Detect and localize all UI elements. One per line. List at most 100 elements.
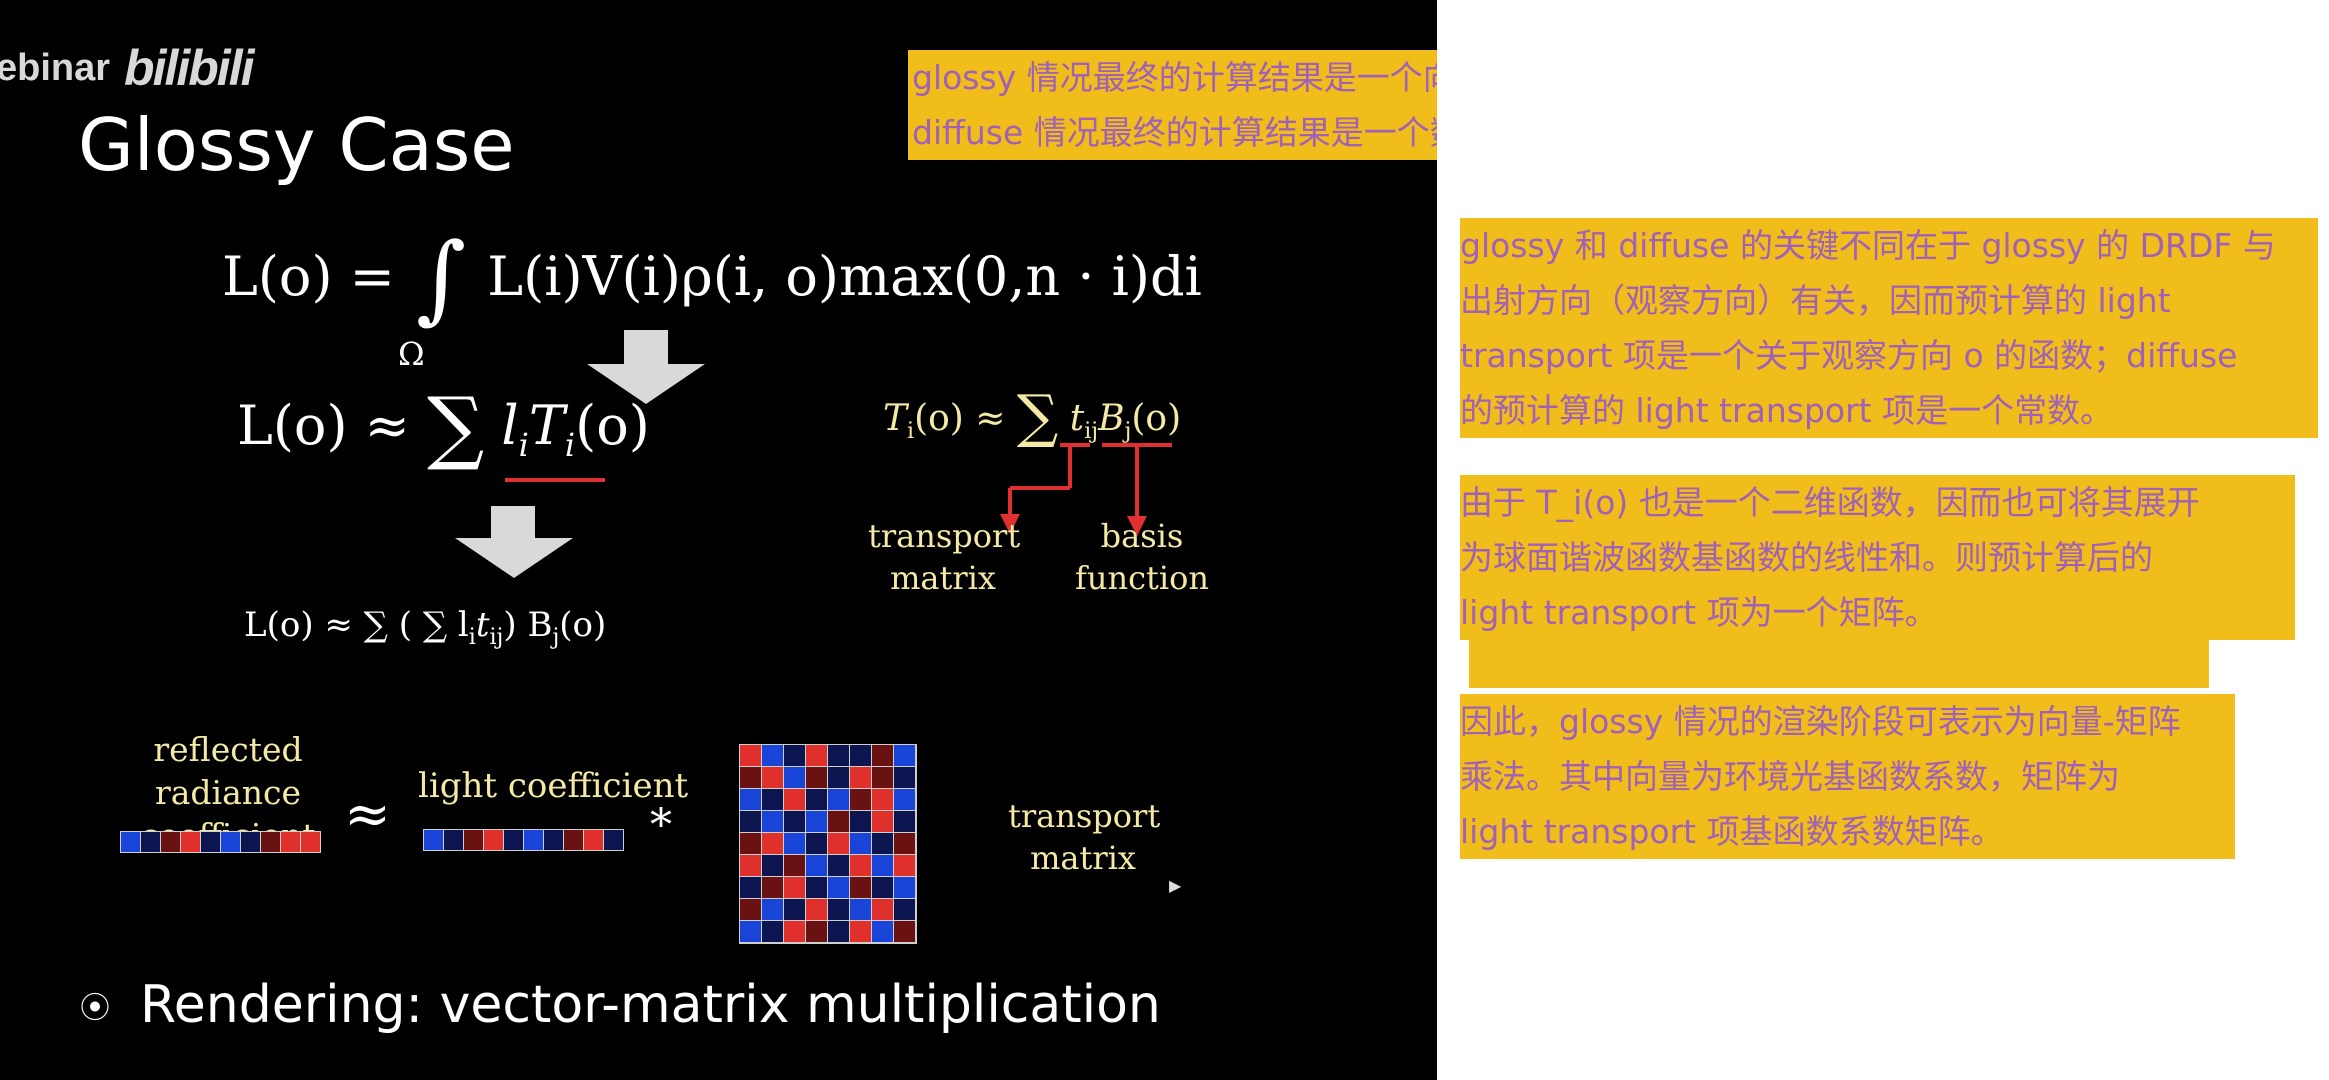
eqr-lhs-tail: (o) ≈ (914, 398, 1006, 439)
matrix-cell (894, 899, 916, 921)
vector-cell (141, 832, 161, 852)
matrix-cell (828, 767, 850, 789)
down-arrow-icon (587, 330, 705, 404)
matrix-cell (784, 767, 806, 789)
equation-rendering: L(o) = ∫ L(i)V(i)ρ(i, o)max(0,n · i)di (222, 222, 1202, 334)
bilibili-logo: bilibili (124, 40, 254, 96)
matrix-cell (850, 811, 872, 833)
eqr-end: (o) (1131, 398, 1182, 439)
eqr-sub-i: i (907, 419, 915, 445)
label-basis-function: basis function (1075, 517, 1209, 597)
eq2-sub-i2: i (564, 425, 576, 464)
vector-cell (584, 830, 604, 850)
eqr-B: B (1098, 398, 1125, 439)
matrix-cell (872, 789, 894, 811)
approx-symbol: ≈ (344, 782, 391, 847)
matrix-cell (828, 855, 850, 877)
vector-cell (301, 832, 320, 852)
matrix-cell (740, 745, 762, 767)
matrix-cell (740, 833, 762, 855)
matrix-cell (894, 833, 916, 855)
eqr-t: t (1069, 398, 1085, 439)
matrix-cell (872, 899, 894, 921)
eq2-arg: (o) (575, 394, 650, 457)
matrix-cell (872, 855, 894, 877)
matrix-cell (784, 833, 806, 855)
matrix-cell (828, 877, 850, 899)
matrix-cell (850, 745, 872, 767)
matrix-cell (894, 877, 916, 899)
matrix-cell (894, 855, 916, 877)
reflected-coefficient-vector (120, 831, 321, 853)
eq2-T: T (528, 394, 565, 457)
transport-matrix-grid (739, 744, 917, 944)
matrix-cell (784, 855, 806, 877)
vector-cell (424, 830, 444, 850)
eq2-l: l (501, 394, 519, 457)
matrix-cell (894, 921, 916, 943)
matrix-cell (894, 811, 916, 833)
equation-light-transport: L(o) ≈ ∑ liTi(o) (237, 380, 650, 473)
eq1-lhs: L(o) = (222, 245, 395, 308)
equation-transport-expansion: Ti(o) ≈ ∑ tijBj(o) (883, 382, 1181, 450)
integral-domain: Ω (398, 335, 425, 373)
matrix-cell (806, 811, 828, 833)
vector-cell (524, 830, 544, 850)
matrix-cell (806, 789, 828, 811)
down-arrow-icon (455, 506, 573, 578)
bullet-icon: ⦿ (80, 991, 110, 1026)
transport-pointer-arrow (1008, 443, 1090, 518)
matrix-cell (762, 789, 784, 811)
matrix-cell (872, 833, 894, 855)
vector-cell (261, 832, 281, 852)
eq3-end: (o) (559, 605, 607, 645)
matrix-cell (784, 899, 806, 921)
vector-cell (201, 832, 221, 852)
matrix-cell (740, 767, 762, 789)
label-transport-matrix: transport matrix (868, 517, 1021, 597)
eq3-sub3: j (552, 624, 560, 650)
matrix-cell (850, 899, 872, 921)
eqr-sub-ij: ij (1084, 419, 1099, 445)
matrix-cell (762, 811, 784, 833)
matrix-cell (872, 811, 894, 833)
watermark: ebinar bilibili (0, 38, 254, 98)
matrix-cell (828, 899, 850, 921)
eq3-t: t (475, 605, 490, 645)
eq2-sub-i: i (518, 425, 529, 464)
matrix-cell (828, 921, 850, 943)
vector-cell (241, 832, 261, 852)
eqr-T: T (883, 398, 908, 439)
matrix-cell (806, 877, 828, 899)
matrix-cell (806, 899, 828, 921)
matrix-cell (806, 921, 828, 943)
matrix-cell (784, 811, 806, 833)
eq2-sum: ∑ (427, 380, 485, 473)
slide-title: Glossy Case (78, 103, 515, 187)
vector-cell (444, 830, 464, 850)
vector-cell (564, 830, 584, 850)
eqr-sub-j: j (1124, 419, 1132, 445)
vector-cell (464, 830, 484, 850)
matrix-cell (850, 789, 872, 811)
matrix-cell (762, 855, 784, 877)
vector-cell (544, 830, 564, 850)
vector-cell (161, 832, 181, 852)
matrix-cell (850, 767, 872, 789)
matrix-cell (762, 877, 784, 899)
arrowhead-left (1000, 514, 1020, 534)
matrix-cell (762, 767, 784, 789)
vector-cell (281, 832, 301, 852)
matrix-cell (872, 745, 894, 767)
mouse-cursor-icon: ▶ (1169, 876, 1182, 895)
matrix-cell (806, 745, 828, 767)
note-spacer (1469, 640, 2209, 688)
vector-cell (121, 832, 141, 852)
basis-pointer-arrow (1102, 443, 1172, 520)
matrix-cell (850, 921, 872, 943)
pointer-arrows (1000, 443, 1172, 536)
matrix-cell (762, 745, 784, 767)
matrix-cell (872, 767, 894, 789)
slide-panel: ebinar bilibili Glossy Case L(o) = ∫ L(i… (0, 0, 1437, 1080)
note-1: glossy 和 diffuse 的关键不同在于 glossy 的 DRDF 与… (1460, 218, 2318, 438)
